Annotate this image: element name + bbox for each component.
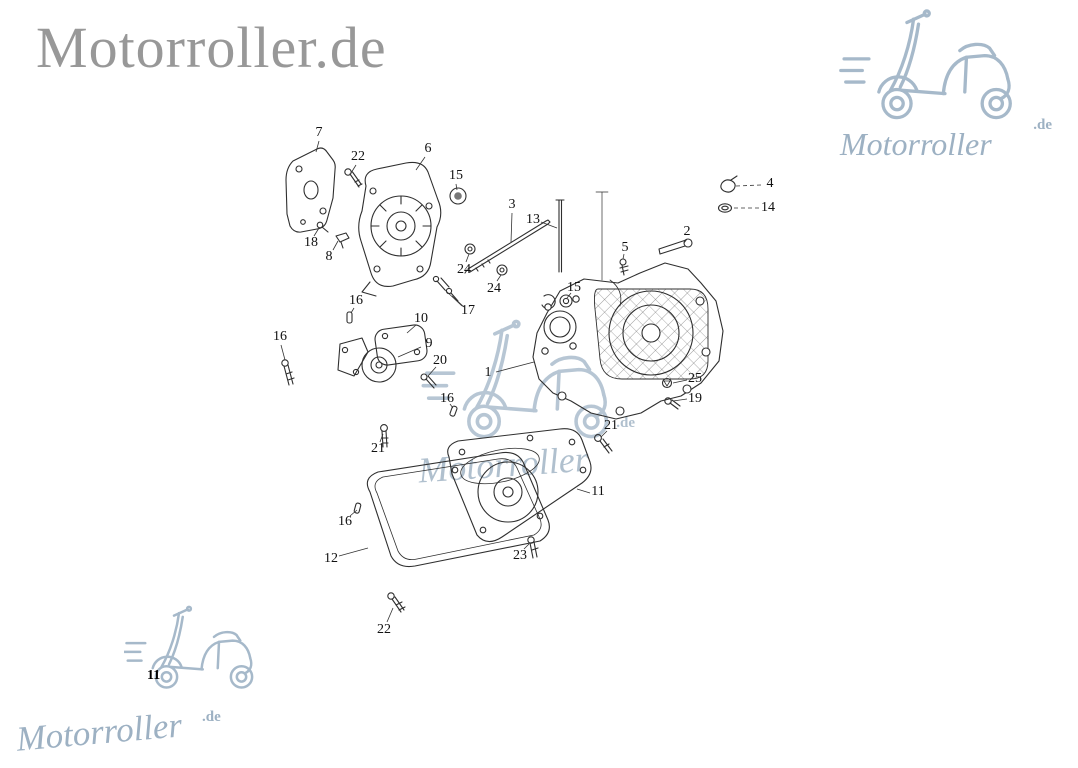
watermark-wordmark: Motorroller.de — [36, 15, 387, 80]
watermark-de-label: .de — [616, 415, 635, 431]
watermark-de-label: .de — [202, 709, 221, 725]
watermark-bottom-left: .de Motorroller — [15, 598, 286, 759]
page-number: 11 — [147, 668, 161, 683]
watermark-de-label: .de — [1033, 117, 1052, 133]
watermark-top-right: .de Motorroller — [836, 6, 1066, 160]
watermark-center: .de Motorroller — [417, 316, 663, 490]
watermark-brand-label: Motorroller — [840, 126, 992, 162]
